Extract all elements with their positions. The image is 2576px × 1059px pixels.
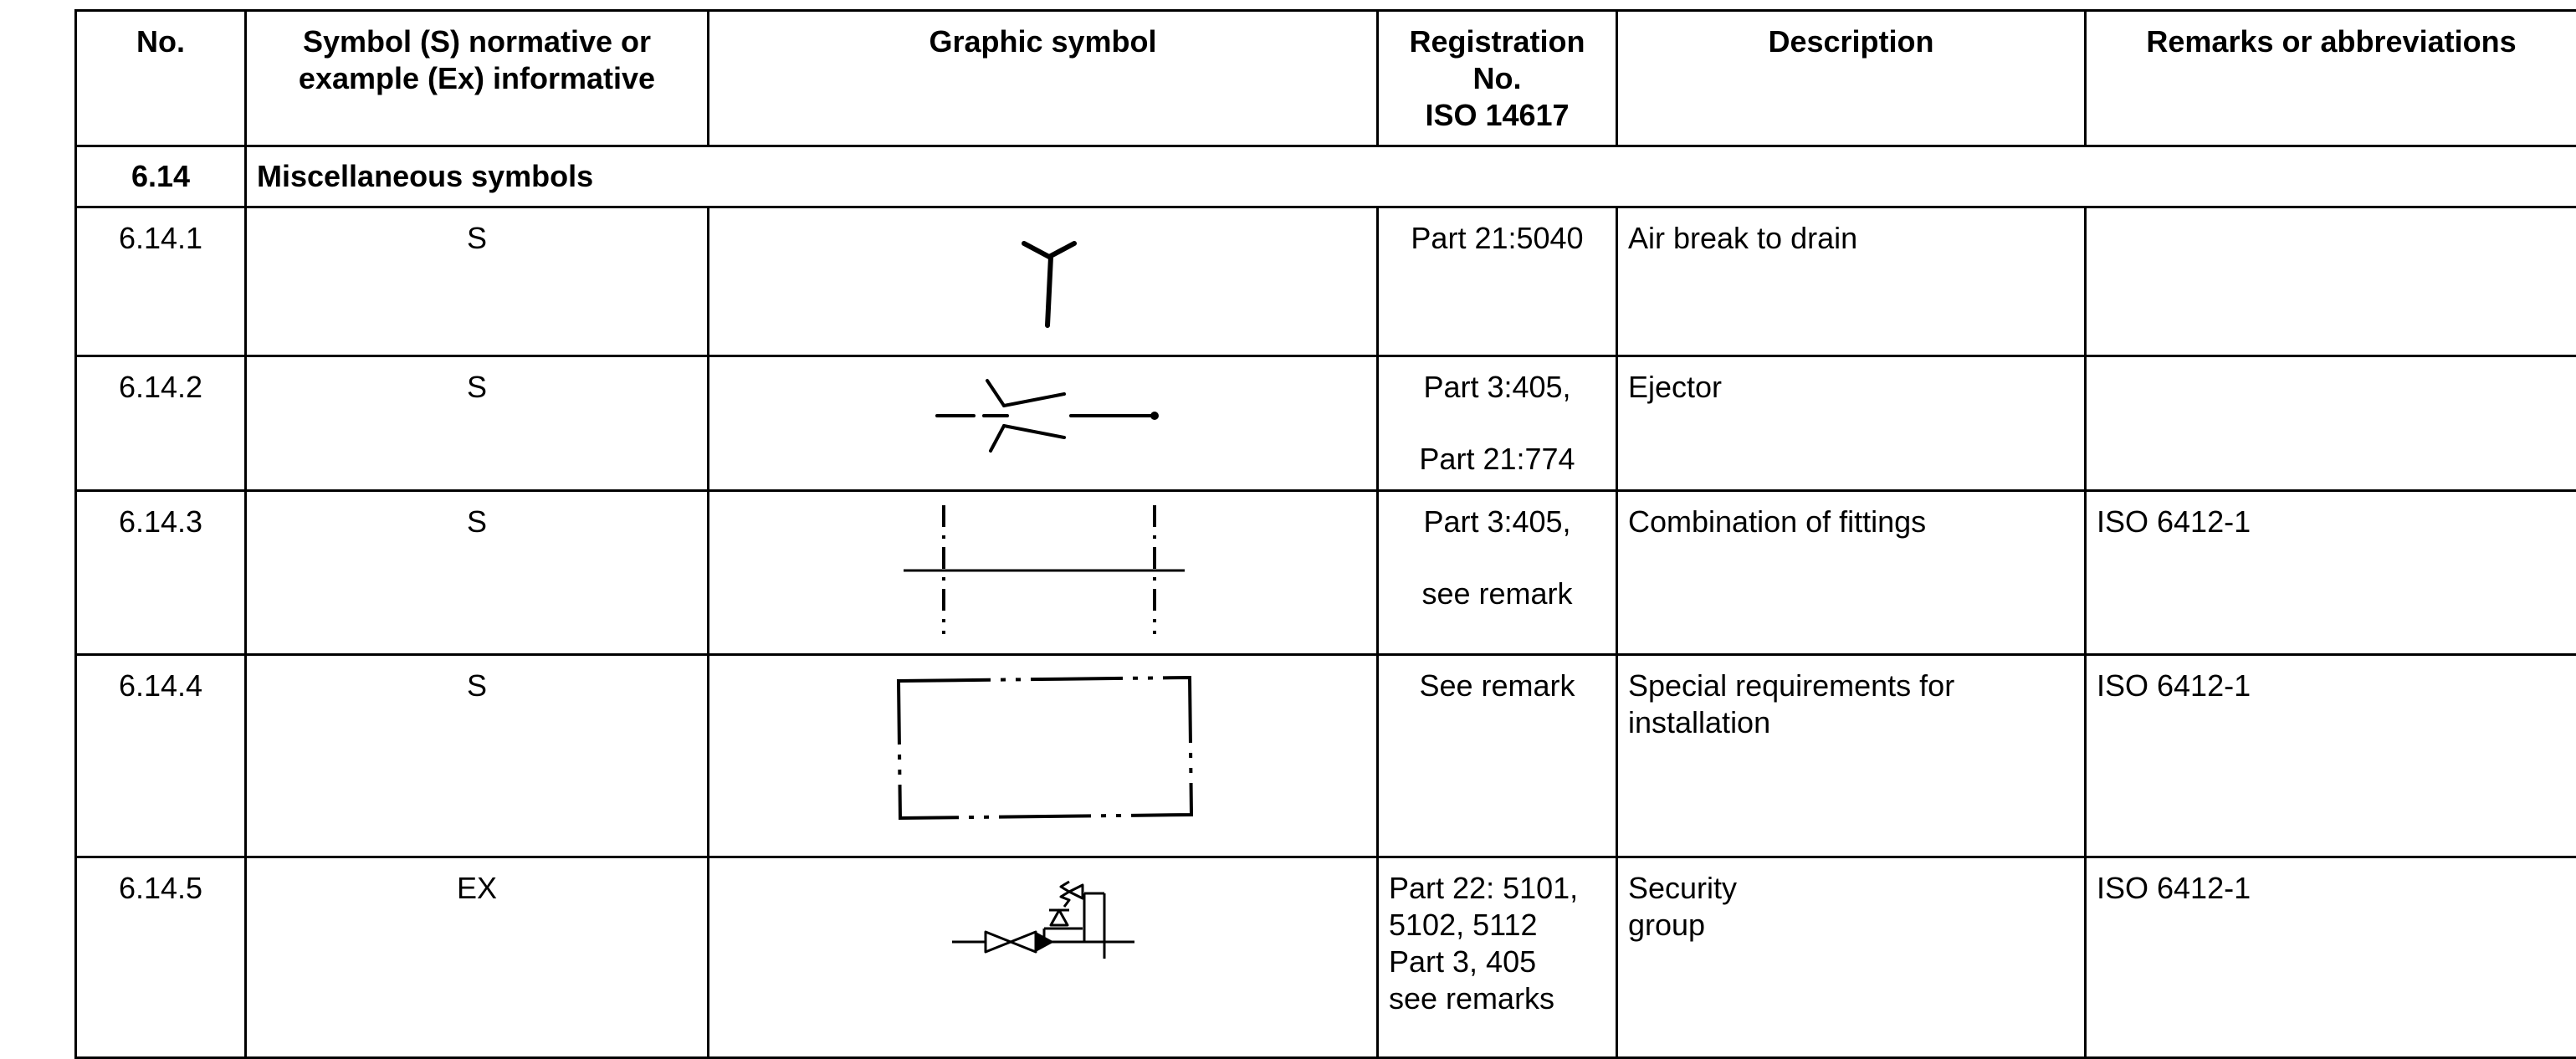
row-registration: Part 22: 5101, 5102, 5112 Part 3, 405 se… [1378, 857, 1617, 1058]
row-remarks: ISO 6412-1 [2086, 857, 2576, 1058]
description-line: Special requirements for [1628, 668, 2076, 704]
row-number: 6.14.1 [76, 207, 246, 356]
row-number: 6.14.4 [76, 655, 246, 857]
section-title: Miscellaneous symbols [246, 146, 2576, 207]
row-symbol-type: S [246, 356, 709, 491]
description-line: group [1628, 907, 2076, 944]
row-registration: Part 21:5040 [1378, 207, 1617, 356]
row-symbol-type: S [246, 491, 709, 655]
graphic-cell [709, 356, 1378, 491]
header-registration-line: Registration [1379, 23, 1616, 60]
table-row: 6.14.3 S Part 3:405, see remark Combinat… [76, 491, 2576, 655]
row-description: Special requirements for installation [1617, 655, 2086, 857]
header-no: No. [76, 11, 246, 146]
row-registration: Part 3:405, see remark [1378, 491, 1617, 655]
row-description: Combination of fittings [1617, 491, 2086, 655]
registration-line: see remark [1379, 564, 1616, 624]
row-registration: Part 3:405, Part 21:774 [1378, 356, 1617, 491]
registration-line: see remarks [1389, 980, 1616, 1017]
header-registration-line: ISO 14617 [1379, 97, 1616, 134]
row-number: 6.14.5 [76, 857, 246, 1058]
description-line: Security [1628, 870, 2076, 907]
table-row: 6.14.1 S Part 21:5040 Air break to drain [76, 207, 2576, 356]
row-number: 6.14.3 [76, 491, 246, 655]
combination-of-fittings-symbol [709, 492, 1379, 656]
registration-line: Part 3:405, [1379, 504, 1616, 540]
table-row: 6.14.5 EX [76, 857, 2576, 1058]
header-row: No. Symbol (S) normative or example (Ex)… [76, 11, 2576, 146]
symbol-table: No. Symbol (S) normative or example (Ex)… [74, 9, 2576, 1059]
row-number: 6.14.2 [76, 356, 246, 491]
header-registration-line: No. [1379, 60, 1616, 97]
description-line: Combination of fittings [1628, 504, 2076, 540]
row-symbol-type: EX [246, 857, 709, 1058]
row-remarks: ISO 6412-1 [2086, 655, 2576, 857]
row-registration: See remark [1378, 655, 1617, 857]
row-remarks: ISO 6412-1 [2086, 491, 2576, 655]
table-row: 6.14.4 S See remark Special requirements… [76, 655, 2576, 857]
registration-line: Part 21:774 [1379, 429, 1616, 489]
registration-line: Part 21:5040 [1379, 220, 1616, 257]
air-break-to-drain-symbol [709, 208, 1379, 357]
registration-line: Part 3, 405 [1389, 944, 1616, 980]
ejector-symbol [709, 357, 1379, 491]
row-remarks [2086, 207, 2576, 356]
registration-line: Part 22: 5101, [1389, 870, 1616, 907]
row-description: Security group [1617, 857, 2086, 1058]
header-symbol-type-line: Symbol (S) normative or [247, 23, 707, 60]
header-registration: Registration No. ISO 14617 [1378, 11, 1617, 146]
graphic-cell [709, 857, 1378, 1058]
header-graphic: Graphic symbol [709, 11, 1378, 146]
special-installation-symbol [709, 656, 1379, 858]
graphic-cell [709, 491, 1378, 655]
description-line: installation [1628, 704, 2076, 741]
description-line: Air break to drain [1628, 220, 2076, 257]
row-remarks [2086, 356, 2576, 491]
registration-line: Part 3:405, [1379, 369, 1616, 406]
section-row: 6.14 Miscellaneous symbols [76, 146, 2576, 207]
row-description: Ejector [1617, 356, 2086, 491]
description-line: Ejector [1628, 369, 2076, 406]
section-number: 6.14 [76, 146, 246, 207]
table-row: 6.14.2 S Part 3:405, Part 21:774 Ej [76, 356, 2576, 491]
registration-line: 5102, 5112 [1389, 907, 1616, 944]
header-remarks: Remarks or abbreviations [2086, 11, 2576, 146]
graphic-cell [709, 655, 1378, 857]
header-symbol-type-line: example (Ex) informative [247, 60, 707, 97]
header-description: Description [1617, 11, 2086, 146]
registration-line: See remark [1379, 668, 1616, 704]
header-symbol-type: Symbol (S) normative or example (Ex) inf… [246, 11, 709, 146]
graphic-cell [709, 207, 1378, 356]
row-symbol-type: S [246, 207, 709, 356]
row-symbol-type: S [246, 655, 709, 857]
security-group-symbol [709, 858, 1379, 1059]
row-description: Air break to drain [1617, 207, 2086, 356]
